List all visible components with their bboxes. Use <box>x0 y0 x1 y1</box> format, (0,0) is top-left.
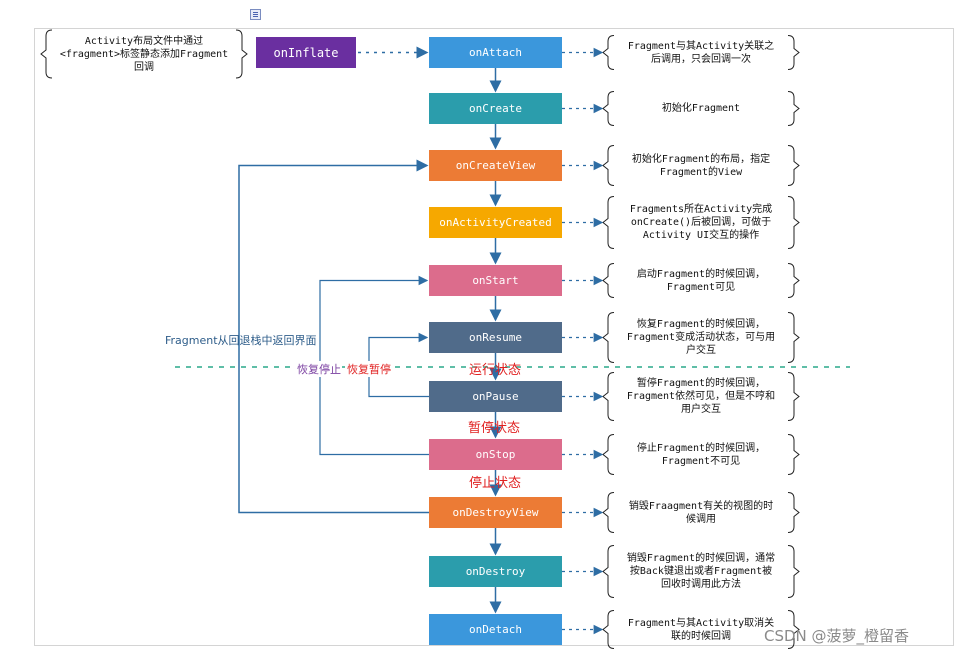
note-right-brace <box>787 492 800 533</box>
lifecycle-box-ondestroy: onDestroy <box>429 556 562 587</box>
note-right-brace <box>787 91 800 126</box>
lifecycle-box-label: onPause <box>472 390 519 403</box>
note-right-brace <box>787 196 800 249</box>
note-right-brace <box>787 610 800 649</box>
paused-state-label: 暂停状态 <box>468 417 520 436</box>
note-text: 初始化Fragment的布局，指定 Fragment的View <box>631 153 771 178</box>
resume-stop-label: 恢复停止 <box>296 361 342 377</box>
note-right-brace <box>787 372 800 421</box>
note-text: Fragment与其Activity取消关 联的时候回调 <box>627 617 775 642</box>
diagram-frame <box>34 28 954 646</box>
note-right-brace <box>787 545 800 598</box>
note-text: Fragments所在Activity完成 onCreate()后被回调，可做于… <box>629 204 773 241</box>
lifecycle-box-oncreate: onCreate <box>429 93 562 124</box>
note-onpause: 暂停Fragment的时候回调， Fragment依然可见，但是不哼和 用户交互 <box>608 373 794 421</box>
note-right-brace <box>787 145 800 186</box>
note-text: 停止Fragment的时候回调， Fragment不可见 <box>636 442 766 467</box>
note-right-brace <box>787 434 800 475</box>
lifecycle-box-onstart: onStart <box>429 265 562 296</box>
lifecycle-box-label: onStart <box>472 274 519 287</box>
inflate-note: Activity布局文件中通过 <fragment>标签静态添加Fragment… <box>46 30 242 78</box>
note-text: Fragment与其Activity关联之 后调用，只会回调一次 <box>627 40 775 65</box>
document-icon <box>250 9 261 20</box>
resume-stop-text: 恢复停止 <box>297 363 341 376</box>
stopped-state-label: 停止状态 <box>469 472 521 491</box>
lifecycle-box-ondestroyview: onDestroyView <box>429 497 562 528</box>
note-ondestroyview: 销毁Fraagment有关的视图的时 候调用 <box>608 493 794 533</box>
lifecycle-box-label: onActivityCreated <box>439 216 552 229</box>
lifecycle-box-ondetach: onDetach <box>429 614 562 645</box>
note-right-brace <box>787 35 800 70</box>
note-text: 销毁Fragment的时候回调，通常 按Back键退出或者Fragment被 回… <box>626 553 776 590</box>
note-text: 初始化Fragment <box>661 103 741 114</box>
inflate-note-text: Activity布局文件中通过 <fragment>标签静态添加Fragment… <box>59 35 229 73</box>
note-onattach: Fragment与其Activity关联之 后调用，只会回调一次 <box>608 36 794 70</box>
note-ondetach: Fragment与其Activity取消关 联的时候回调 <box>608 611 794 649</box>
back-stack-label: Fragment从回退栈中返回界面 <box>165 332 317 348</box>
lifecycle-box-onactivitycreated: onActivityCreated <box>429 207 562 238</box>
lifecycle-box-label: onCreate <box>469 102 522 115</box>
oninflate-label: onInflate <box>273 45 339 60</box>
watermark-text: CSDN @菠萝_橙留香 <box>764 627 910 645</box>
note-onactivitycreated: Fragments所在Activity完成 onCreate()后被回调，可做于… <box>608 197 794 249</box>
stopped-state-text: 停止状态 <box>469 476 522 491</box>
note-text: 暂停Fragment的时候回调， Fragment依然可见，但是不哼和 用户交互 <box>626 378 776 415</box>
lifecycle-box-oncreateview: onCreateView <box>429 150 562 181</box>
lifecycle-box-label: onDestroyView <box>452 506 539 519</box>
note-right-brace <box>787 263 800 298</box>
lifecycle-box-label: onDetach <box>469 623 522 636</box>
back-stack-loop <box>238 159 429 514</box>
resume-pause-text: 恢复暂停 <box>347 363 391 376</box>
note-oncreateview: 初始化Fragment的布局，指定 Fragment的View <box>608 146 794 186</box>
resume-pause-label: 恢复暂停 <box>346 361 392 377</box>
note-onstop: 停止Fragment的时候回调， Fragment不可见 <box>608 435 794 475</box>
note-text: 恢复Fragment的时候回调， Fragment变成活动状态，可与用 户交互 <box>626 319 776 356</box>
lifecycle-box-onstop: onStop <box>429 439 562 470</box>
note-onresume: 恢复Fragment的时候回调， Fragment变成活动状态，可与用 户交互 <box>608 313 794 363</box>
running-state-text: 运行状态 <box>469 363 522 378</box>
lifecycle-box-onresume: onResume <box>429 322 562 353</box>
lifecycle-box-label: onCreateView <box>455 159 536 172</box>
note-text: 启动Fragment的时候回调， Fragment可见 <box>636 268 766 293</box>
watermark: CSDN @菠萝_橙留香 <box>764 625 909 646</box>
note-onstart: 启动Fragment的时候回调， Fragment可见 <box>608 264 794 298</box>
lifecycle-box-label: onDestroy <box>465 565 526 578</box>
lifecycle-box-label: onAttach <box>469 46 522 59</box>
back-stack-text: Fragment从回退栈中返回界面 <box>165 334 317 347</box>
note-ondestroy: 销毁Fragment的时候回调，通常 按Back键退出或者Fragment被 回… <box>608 546 794 598</box>
oninflate-box: onInflate <box>256 37 356 68</box>
lifecycle-box-onpause: onPause <box>429 381 562 412</box>
paused-state-text: 暂停状态 <box>468 421 521 436</box>
lifecycle-box-label: onStop <box>475 448 516 461</box>
note-text: 销毁Fraagment有关的视图的时 候调用 <box>628 500 774 525</box>
lifecycle-box-label: onResume <box>469 331 522 344</box>
lifecycle-box-onattach: onAttach <box>429 37 562 68</box>
note-oncreate: 初始化Fragment <box>608 92 794 126</box>
note-right-brace <box>787 312 800 363</box>
inflate-note-left-brace <box>40 29 53 79</box>
running-state-label: 运行状态 <box>469 359 521 378</box>
inflate-note-right-brace <box>235 29 248 79</box>
